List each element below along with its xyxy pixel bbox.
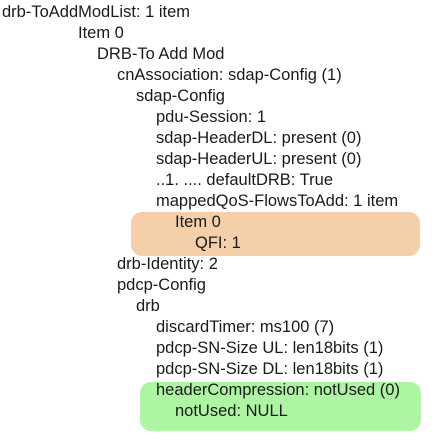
tree-node-qfi[interactable]: QFI: 1	[195, 234, 241, 252]
tree-node-drb-to-add-mod-list[interactable]: drb-ToAddModList: 1 item	[2, 3, 191, 21]
tree-node-header-compression[interactable]: headerCompression: notUsed (0)	[156, 381, 400, 399]
tree-node-drb-to-add-mod[interactable]: DRB-To Add Mod	[97, 45, 225, 63]
header-compression-highlight	[140, 382, 421, 431]
qos-item-highlight	[131, 212, 420, 256]
tree-node-not-used[interactable]: notUsed: NULL	[175, 402, 288, 420]
tree-node-default-drb[interactable]: ..1. .... defaultDRB: True	[156, 171, 333, 189]
tree-node-pdcp-config[interactable]: pdcp-Config	[117, 276, 206, 294]
tree-node-cn-association[interactable]: cnAssociation: sdap-Config (1)	[117, 66, 342, 84]
tree-node-discard-timer[interactable]: discardTimer: ms100 (7)	[156, 318, 335, 336]
tree-node-sdap-config[interactable]: sdap-Config	[136, 87, 225, 105]
tree-node-drb[interactable]: drb	[136, 297, 160, 315]
tree-node-mapped-qos-flows[interactable]: mappedQoS-FlowsToAdd: 1 item	[156, 192, 399, 210]
tree-node-qos-item-0[interactable]: Item 0	[175, 213, 221, 231]
tree-node-sdap-header-ul[interactable]: sdap-HeaderUL: present (0)	[156, 150, 362, 168]
tree-node-item-0[interactable]: Item 0	[78, 24, 124, 42]
tree-node-sdap-header-dl[interactable]: sdap-HeaderDL: present (0)	[156, 129, 362, 147]
tree-node-drb-identity[interactable]: drb-Identity: 2	[117, 255, 218, 273]
tree-node-pdu-session[interactable]: pdu-Session: 1	[156, 108, 267, 126]
tree-node-pdcp-sn-size-dl[interactable]: pdcp-SN-Size DL: len18bits (1)	[156, 360, 384, 378]
tree-node-pdcp-sn-size-ul[interactable]: pdcp-SN-Size UL: len18bits (1)	[156, 339, 384, 357]
